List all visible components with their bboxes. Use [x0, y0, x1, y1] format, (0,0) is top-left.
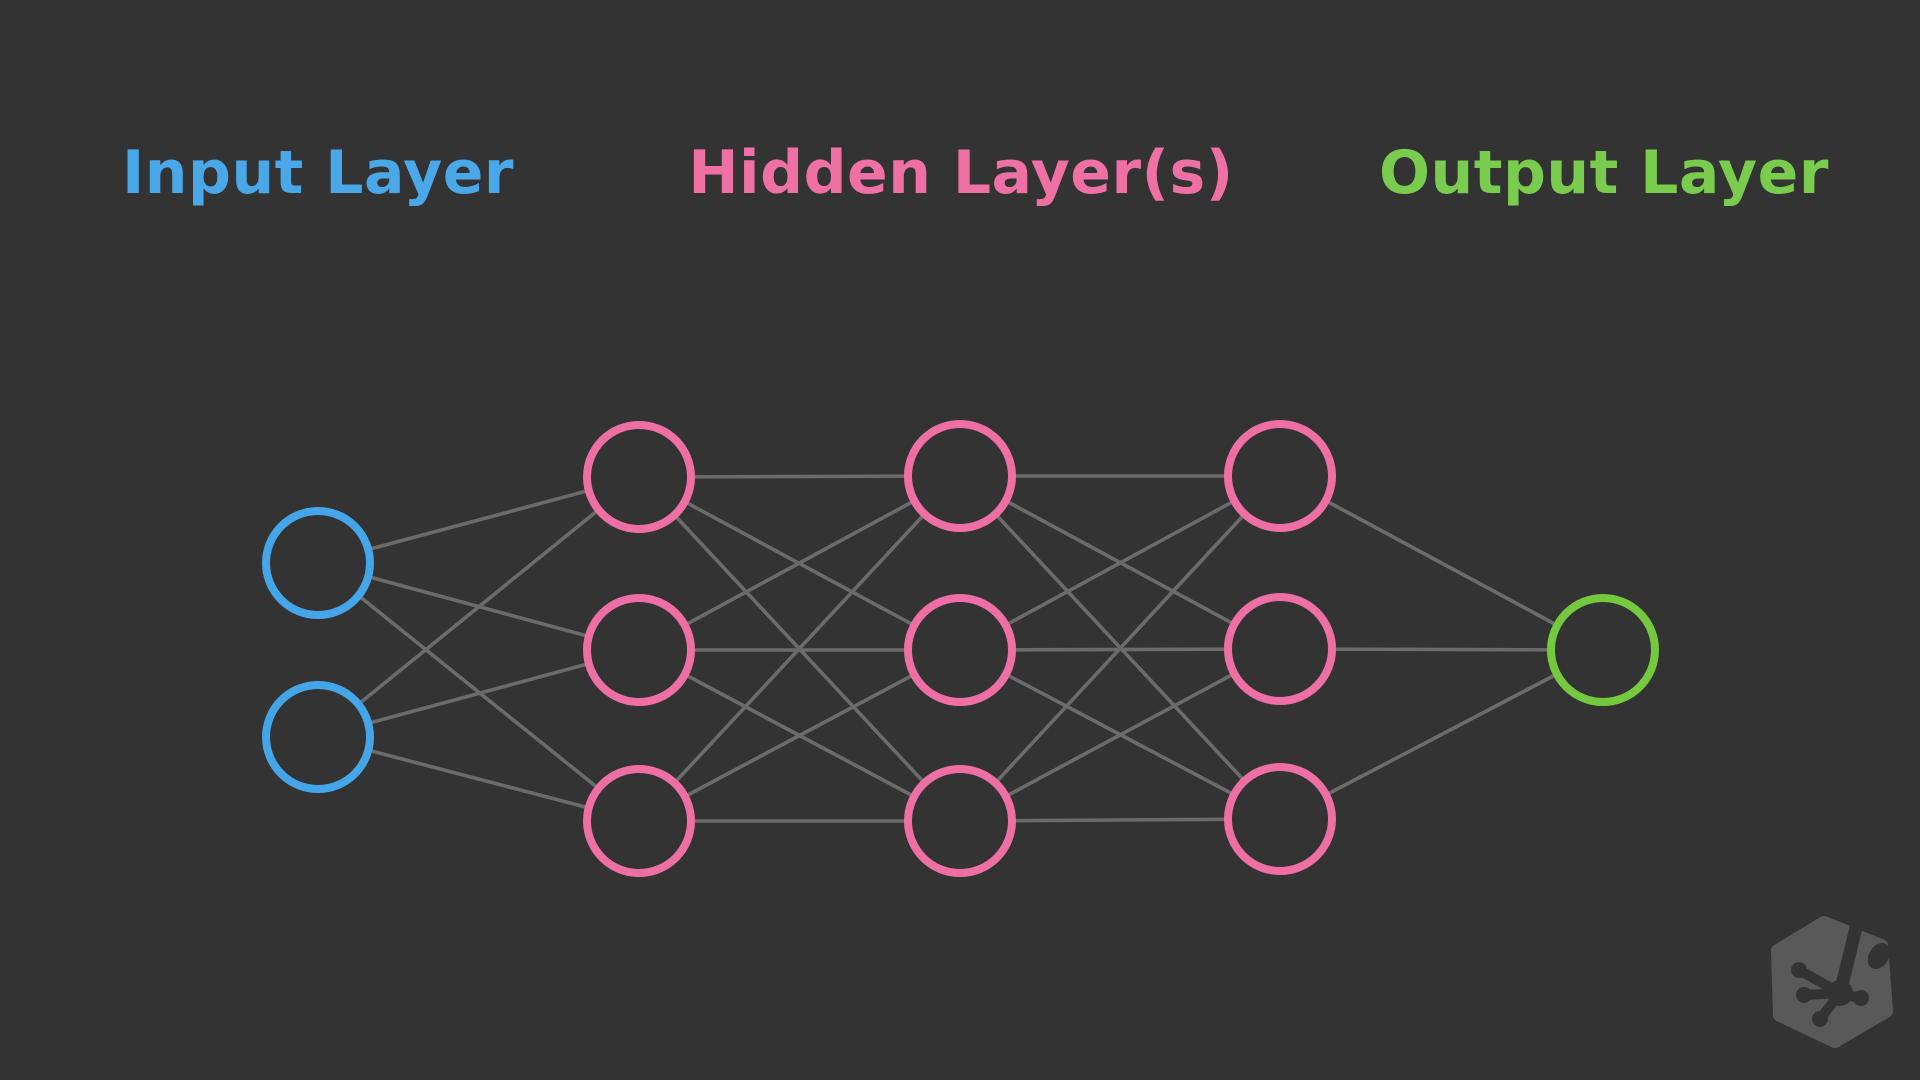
edge-input-layer-to-hidden-layer-1 [316, 475, 641, 739]
edge-hidden-layer-2-to-hidden-layer-3 [958, 474, 1282, 823]
hidden-layer-2-node [904, 420, 1016, 532]
hidden-layer-3-node [1224, 593, 1336, 705]
hidden-layer-3-node [1224, 763, 1336, 875]
output-layer-node [1547, 594, 1659, 706]
edge-hidden-layer-1-to-hidden-layer-2 [638, 648, 961, 823]
edge-hidden-layer-1-to-hidden-layer-2 [637, 474, 962, 823]
input-layer-node [262, 681, 374, 793]
hidden-layer-heading: Hidden Layer(s) [688, 138, 1234, 208]
hidden-layer-3-node [1224, 420, 1336, 532]
edge-hidden-layer-2-to-hidden-layer-3 [959, 647, 1281, 823]
edge-hidden-layer-2-to-hidden-layer-3 [959, 474, 1281, 652]
frog-footprint-icon [1791, 921, 1891, 1027]
logo-hexagon [1771, 916, 1893, 1048]
hidden-layer-1-node [583, 765, 695, 877]
hidden-layer-1-node [583, 421, 695, 533]
input-layer-heading: Input Layer [121, 138, 515, 208]
hidden-layer-1-node [583, 594, 695, 706]
input-layer-node [262, 507, 374, 619]
output-layer-heading: Output Layer [1379, 138, 1829, 208]
edge-hidden-layer-3-to-output-layer [1279, 648, 1604, 821]
hidden-layer-2-node [904, 594, 1016, 706]
edge-hidden-layer-1-to-hidden-layer-2 [638, 474, 961, 652]
hidden-layer-2-node [904, 765, 1016, 877]
treehouse-logo-icon [1771, 916, 1893, 1048]
edge-hidden-layer-3-to-output-layer [1279, 474, 1604, 652]
